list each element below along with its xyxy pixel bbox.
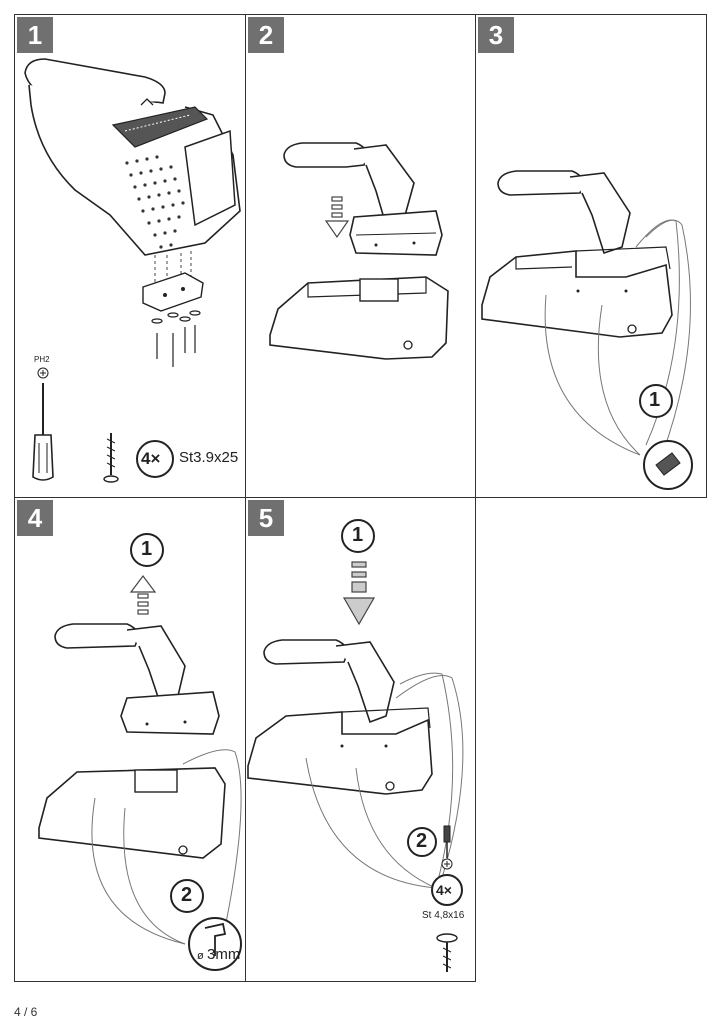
drill-spec: 3mm bbox=[207, 946, 241, 963]
perforation-dots bbox=[125, 155, 185, 249]
up-arrow-icon bbox=[129, 575, 157, 615]
step-number-badge: 1 bbox=[17, 17, 53, 53]
screw-count: 4× bbox=[436, 882, 452, 898]
page-number: 4 / 6 bbox=[14, 1005, 38, 1019]
step-number-badge: 5 bbox=[248, 500, 284, 536]
mounting-bracket bbox=[142, 272, 204, 312]
sub-step-2-label: 2 bbox=[181, 884, 193, 906]
down-arrow-icon bbox=[324, 196, 350, 239]
step-number-badge: 4 bbox=[17, 500, 53, 536]
drill-diameter-symbol: ø bbox=[197, 950, 204, 962]
screw-spec: St3.9x25 bbox=[179, 449, 239, 466]
screw-icon bbox=[103, 433, 119, 483]
step-5-panel: 5 bbox=[245, 497, 476, 982]
sub-step-2-label: 2 bbox=[416, 830, 428, 852]
step-2-panel: 2 bbox=[245, 14, 476, 498]
screw-spec: St 4,8x16 bbox=[422, 910, 465, 921]
step-number-badge: 2 bbox=[248, 17, 284, 53]
step-number-badge: 3 bbox=[478, 17, 514, 53]
screws-set bbox=[151, 310, 201, 367]
armrest-screw-illustration bbox=[247, 519, 464, 972]
screwdriver-icon bbox=[441, 825, 453, 870]
screw-count-circle bbox=[431, 874, 463, 906]
center-console bbox=[269, 276, 449, 360]
armrest-drop-illustration bbox=[269, 142, 449, 360]
screwdriver-icon bbox=[32, 367, 54, 481]
sub-step-label: 1 bbox=[649, 389, 661, 411]
screw-count: 4× bbox=[141, 449, 161, 468]
sub-step-1-label: 1 bbox=[141, 538, 153, 560]
armrest-mounted-illustration bbox=[481, 170, 693, 490]
armrest-lift-illustration bbox=[38, 533, 242, 971]
down-arrow-icon bbox=[342, 561, 376, 626]
tool-label: PH2 bbox=[34, 355, 50, 364]
screw-count-circle bbox=[136, 440, 174, 478]
step-4-panel: 4 1 2 ø 3mm bbox=[14, 497, 246, 982]
step-1-panel: 1 bbox=[14, 14, 246, 498]
step-3-panel: 3 1 bbox=[475, 14, 707, 498]
sub-step-1-label: 1 bbox=[352, 524, 364, 546]
armrest-top-illustration bbox=[24, 58, 241, 483]
screw-icon bbox=[436, 933, 458, 972]
